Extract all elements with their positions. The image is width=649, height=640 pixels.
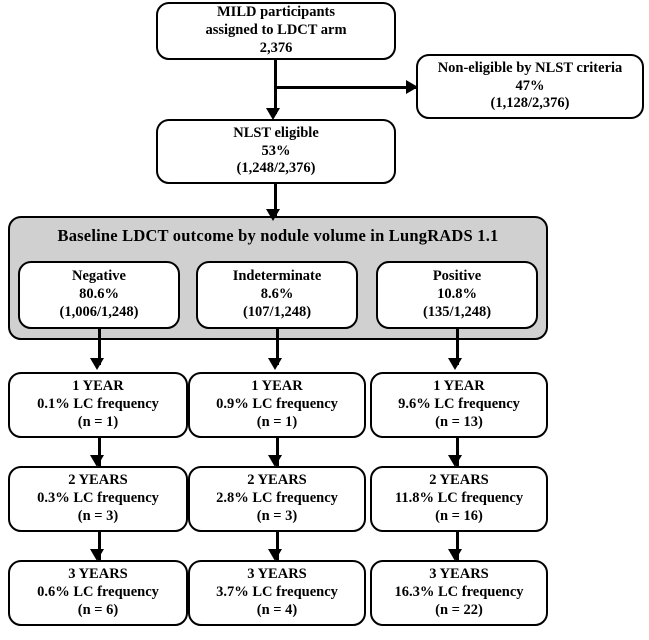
node-outcome-positive-percent: 10.8% — [437, 286, 477, 303]
arrow-indeterminate-year1-to-year2 — [268, 455, 282, 467]
node-indeterminate-year3: 3 YEARS 3.7% LC frequency (n = 4) — [188, 560, 366, 626]
arrow-negative-to-year1 — [90, 358, 104, 370]
node-indeterminate-year3-frequency: 3.7% LC frequency — [216, 584, 338, 601]
node-indeterminate-year2: 2 YEARS 2.8% LC frequency (n = 3) — [188, 466, 366, 532]
arrow-positive-year1-to-year2 — [448, 455, 462, 467]
arrow-cohort-to-eligible — [266, 108, 280, 120]
node-indeterminate-year1-frequency: 0.9% LC frequency — [216, 396, 338, 413]
panel-title: Baseline LDCT outcome by nodule volume i… — [57, 226, 499, 245]
node-negative-year1-count: (n = 1) — [77, 413, 119, 430]
node-indeterminate-year3-count: (n = 4) — [256, 601, 298, 618]
node-positive-year2-count: (n = 16) — [435, 507, 483, 524]
node-negative-year2: 2 YEARS 0.3% LC frequency (n = 3) — [8, 466, 188, 532]
node-nlst-eligible: NLST eligible 53% (1,248/2,376) — [156, 119, 396, 184]
node-indeterminate-year2-period: 2 YEARS — [247, 472, 307, 489]
node-positive-year2-frequency: 11.8% LC frequency — [394, 490, 524, 507]
node-nlst-eligible-line3: (1,248/2,376) — [236, 160, 316, 177]
node-positive-year3-period: 3 YEARS — [429, 566, 489, 583]
arrow-positive-year2-to-year3 — [448, 549, 462, 561]
node-mild-cohort-line1: MILD participants — [216, 4, 336, 21]
node-outcome-negative-label: Negative — [72, 268, 126, 285]
node-positive-year2-period: 2 YEARS — [429, 472, 489, 489]
node-mild-cohort: MILD participants assigned to LDCT arm 2… — [156, 2, 396, 60]
arrow-negative-year2-to-year3 — [90, 549, 104, 561]
arrow-positive-to-year1 — [448, 358, 462, 370]
node-indeterminate-year1-count: (n = 1) — [256, 413, 298, 430]
node-outcome-indeterminate: Indeterminate 8.6% (107/1,248) — [196, 261, 358, 329]
node-positive-year1-frequency: 9.6% LC frequency — [398, 396, 520, 413]
node-negative-year3-count: (n = 6) — [77, 601, 119, 618]
node-outcome-indeterminate-fraction: (107/1,248) — [242, 303, 312, 320]
connector-negative-to-year1 — [97, 329, 101, 365]
node-positive-year2: 2 YEARS 11.8% LC frequency (n = 16) — [370, 466, 548, 532]
node-outcome-positive-label: Positive — [432, 268, 482, 285]
node-indeterminate-year1-period: 1 YEAR — [251, 378, 303, 395]
node-negative-year2-period: 2 YEARS — [68, 472, 128, 489]
node-non-eligible-line1: Non-eligible by NLST criteria — [437, 59, 623, 76]
node-negative-year2-count: (n = 3) — [77, 507, 119, 524]
node-positive-year1-count: (n = 13) — [435, 413, 483, 430]
node-indeterminate-year2-frequency: 2.8% LC frequency — [216, 490, 338, 507]
node-mild-cohort-line2: assigned to LDCT arm — [205, 22, 347, 39]
connector-negative-year1-to-year2 — [97, 438, 101, 468]
connector-indeterminate-year1-to-year2 — [275, 438, 279, 468]
node-positive-year1: 1 YEAR 9.6% LC frequency (n = 13) — [370, 372, 548, 438]
node-positive-year1-period: 1 YEAR — [433, 378, 485, 395]
node-negative-year3-period: 3 YEARS — [68, 566, 128, 583]
connector-positive-to-year1 — [455, 329, 459, 365]
connector-negative-year2-to-year3 — [97, 532, 101, 562]
node-outcome-negative: Negative 80.6% (1,006/1,248) — [18, 261, 180, 329]
arrow-indeterminate-to-year1 — [268, 358, 282, 370]
node-outcome-positive: Positive 10.8% (135/1,248) — [376, 261, 538, 329]
connector-trunk-to-non-eligible — [273, 86, 416, 89]
node-nlst-eligible-line2: 53% — [261, 142, 291, 159]
node-negative-year1-frequency: 0.1% LC frequency — [37, 396, 159, 413]
node-outcome-indeterminate-percent: 8.6% — [260, 286, 294, 303]
node-outcome-indeterminate-label: Indeterminate — [232, 268, 322, 285]
arrow-to-non-eligible — [406, 80, 418, 94]
node-positive-year3: 3 YEARS 16.3% LC frequency (n = 22) — [370, 560, 548, 626]
connector-indeterminate-to-year1 — [275, 329, 279, 365]
node-negative-year1: 1 YEAR 0.1% LC frequency (n = 1) — [8, 372, 188, 438]
node-negative-year3-frequency: 0.6% LC frequency — [37, 584, 159, 601]
node-negative-year2-frequency: 0.3% LC frequency — [37, 490, 159, 507]
connector-eligible-to-panel — [273, 184, 277, 216]
arrow-negative-year1-to-year2 — [90, 455, 104, 467]
node-non-eligible-line3: (1,128/2,376) — [490, 95, 570, 112]
node-outcome-negative-percent: 80.6% — [79, 286, 119, 303]
node-negative-year3: 3 YEARS 0.6% LC frequency (n = 6) — [8, 560, 188, 626]
arrow-eligible-to-panel — [266, 209, 280, 221]
node-indeterminate-year2-count: (n = 3) — [256, 507, 298, 524]
connector-positive-year1-to-year2 — [455, 438, 459, 468]
node-negative-year1-period: 1 YEAR — [72, 378, 124, 395]
node-non-eligible: Non-eligible by NLST criteria 47% (1,128… — [416, 54, 644, 119]
node-non-eligible-line2: 47% — [515, 77, 545, 94]
node-positive-year3-frequency: 16.3% LC frequency — [394, 584, 524, 601]
node-nlst-eligible-line1: NLST eligible — [233, 124, 319, 141]
node-indeterminate-year1: 1 YEAR 0.9% LC frequency (n = 1) — [188, 372, 366, 438]
arrow-indeterminate-year2-to-year3 — [268, 549, 282, 561]
node-indeterminate-year3-period: 3 YEARS — [247, 566, 307, 583]
node-outcome-negative-fraction: (1,006/1,248) — [59, 303, 139, 320]
node-outcome-positive-fraction: (135/1,248) — [422, 303, 492, 320]
node-positive-year3-count: (n = 22) — [435, 601, 483, 618]
node-mild-cohort-line3: 2,376 — [259, 39, 293, 56]
connector-positive-year2-to-year3 — [455, 532, 459, 562]
connector-indeterminate-year2-to-year3 — [275, 532, 279, 562]
